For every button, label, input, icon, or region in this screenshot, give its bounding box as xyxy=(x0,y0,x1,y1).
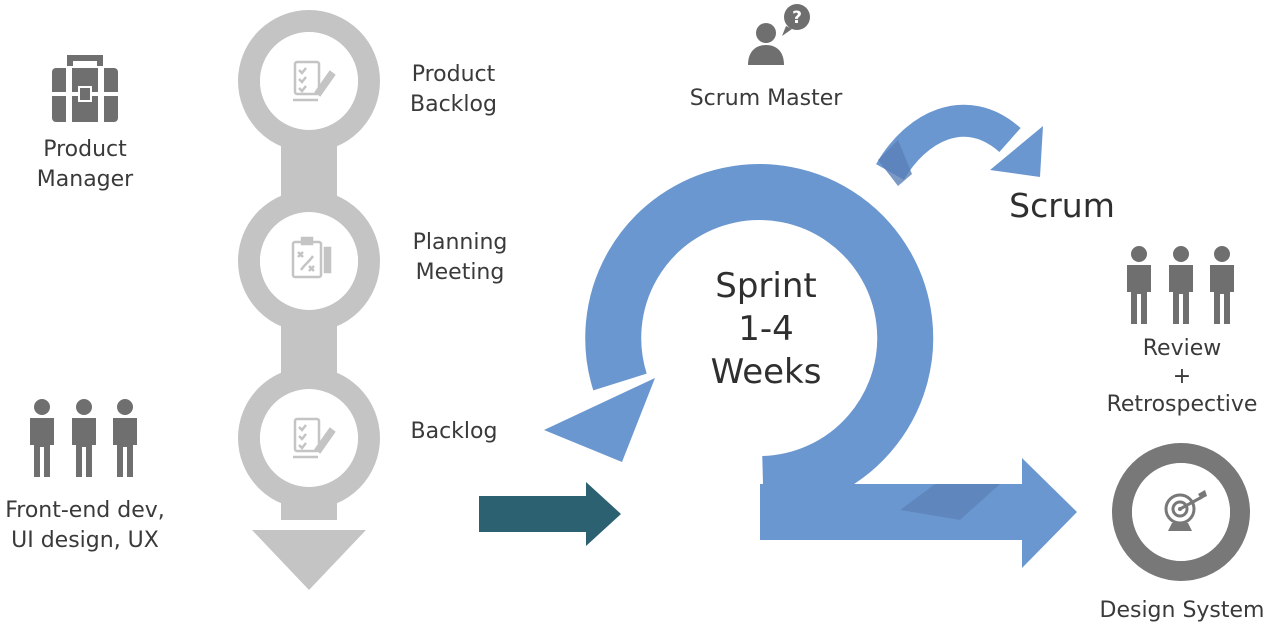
sprint-label: Sprint 1-4 Weeks xyxy=(676,265,856,394)
loop-arrowhead xyxy=(544,378,655,462)
review-line-1: Review xyxy=(1142,336,1222,361)
sprint-input-arrow xyxy=(479,482,621,546)
sprint-line-1: Sprint xyxy=(715,266,817,306)
product-backlog-line-1: Product xyxy=(411,62,496,87)
product-backlog-line-2: Backlog xyxy=(410,92,497,117)
planning-meeting-line-2: Meeting xyxy=(415,260,505,285)
briefcase-icon xyxy=(52,55,118,122)
checklist-icon xyxy=(293,417,336,459)
scrum-master-icon: ? xyxy=(748,4,810,65)
process-column xyxy=(238,10,380,590)
product-backlog-label: Product Backlog xyxy=(386,60,521,120)
product-manager-line-1: Product xyxy=(43,137,127,162)
planning-meeting-line-1: Planning xyxy=(412,230,508,255)
process-down-arrow xyxy=(252,530,366,590)
sprint-line-3: Weeks xyxy=(710,352,822,392)
svg-text:?: ? xyxy=(792,8,802,28)
scrum-arrowhead xyxy=(990,126,1043,177)
backlog-label: Backlog xyxy=(410,419,498,444)
planning-board-icon xyxy=(291,236,332,279)
team-people-icon xyxy=(30,399,137,477)
review-label: Review + Retrospective xyxy=(1092,334,1272,420)
review-line-3: Retrospective xyxy=(1106,392,1258,417)
planning-meeting-label: Planning Meeting xyxy=(392,228,528,288)
product-backlog-ring xyxy=(238,10,380,152)
sprint-line-2: 1-4 xyxy=(738,309,794,349)
planning-meeting-ring xyxy=(238,190,380,332)
design-system-label: Design System xyxy=(1099,598,1265,623)
scrum-label: Scrum xyxy=(1009,186,1115,225)
backlog-ring xyxy=(238,367,380,509)
product-manager-label: Product Manager xyxy=(20,135,150,195)
product-manager-line-2: Manager xyxy=(36,167,134,192)
team-label: Front-end dev, UI design, UX xyxy=(0,496,170,556)
design-system-target-icon xyxy=(1112,443,1250,581)
checklist-icon xyxy=(293,60,336,102)
scrum-master-label: Scrum Master xyxy=(689,86,843,111)
review-line-2: + xyxy=(1172,364,1192,389)
review-people-icon xyxy=(1127,246,1234,324)
team-line-1: Front-end dev, xyxy=(5,498,165,523)
scrum-loop xyxy=(544,104,1077,568)
team-line-2: UI design, UX xyxy=(11,528,159,553)
